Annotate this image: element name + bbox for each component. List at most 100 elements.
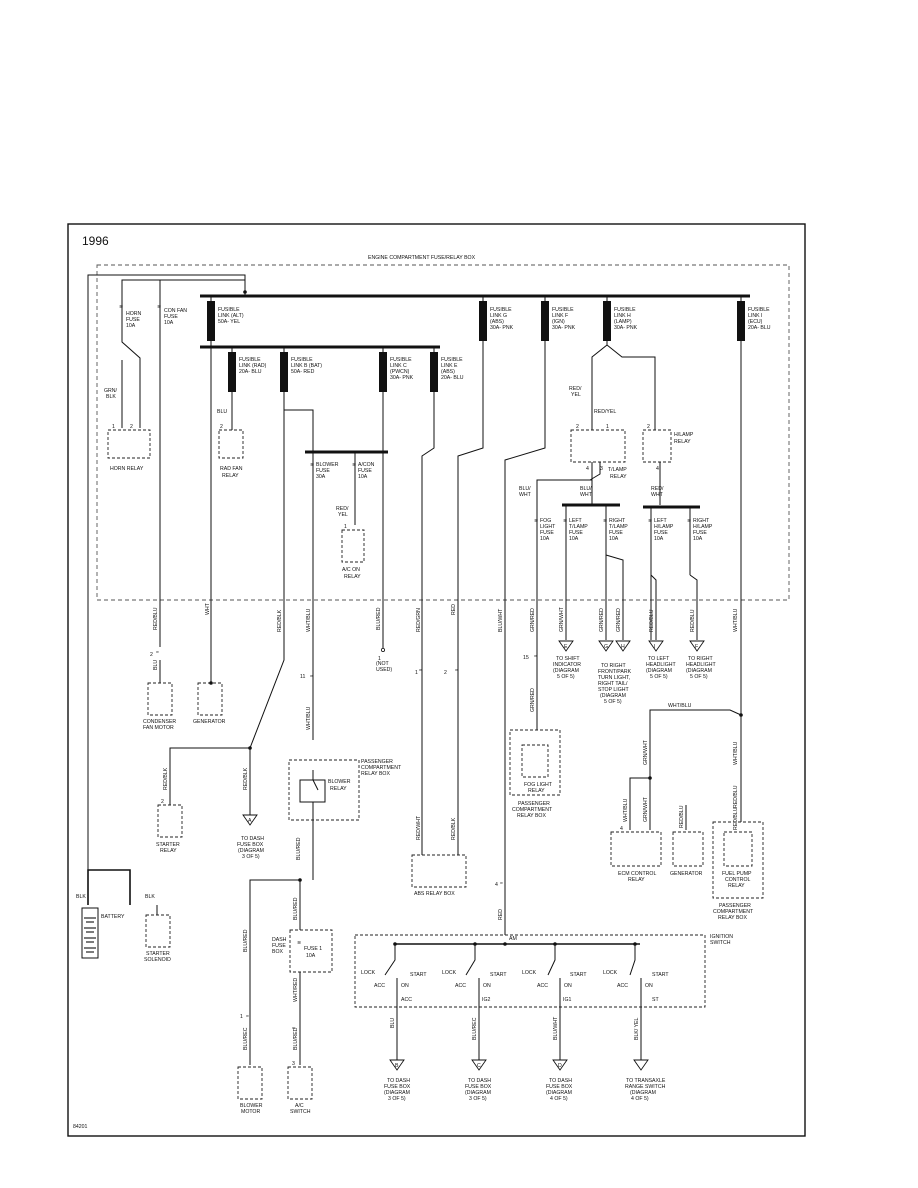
dash-fuse-arrow-1 (242, 814, 258, 826)
diagram-year: 1996 (82, 234, 109, 248)
ign-lock-label: LOCK (603, 970, 618, 976)
ign-lock-label: LOCK (522, 970, 537, 976)
ign-on-label: ON (645, 983, 653, 989)
rad-fan-relay-label: RELAY (222, 473, 239, 479)
pin: 4 (495, 882, 498, 888)
dash-fuse-label: FUSE 1 (304, 946, 322, 952)
wire-color: WHT/BLU (733, 741, 739, 765)
connector-symbol: ≈ (500, 881, 503, 887)
wire-color: BLU/REC (243, 1027, 249, 1050)
target-shift: TO SHIFT INDICATOR (DIAGRAM 5 OF 5) (553, 656, 581, 680)
left-hl-wire-2 (650, 574, 657, 640)
ign-wire (504, 296, 546, 935)
svg-text:(DIAGRAM: (DIAGRAM (686, 668, 712, 674)
fuse-symbol: ≋ (297, 940, 301, 946)
generator-2-label: GENERATOR (670, 871, 703, 877)
abs-relay-box-label: ABS RELAY BOX (414, 891, 455, 897)
wire-color: BLK/ YEL (634, 1017, 640, 1040)
left-tl-fuse-label: FUSE (569, 530, 583, 536)
wire-color: WHT (580, 492, 593, 498)
fusible-link-label: LINK H (614, 313, 631, 319)
svg-text:(DIAGRAM: (DIAGRAM (600, 693, 626, 699)
abs-e-wire (421, 347, 435, 855)
hlamp-relay-label: H/LAMP (674, 432, 694, 438)
dash-box-label: FUSE (272, 943, 286, 949)
target-dash-2: TO DASH FUSE BOX (DIAGRAM 3 OF 5) (384, 1078, 411, 1102)
pin: A (248, 818, 252, 824)
wire-color: BLU (217, 409, 227, 415)
starter-solenoid-label: STARTER (146, 951, 170, 957)
pin: 2 (150, 652, 153, 658)
wire-color: BLU/RED (293, 1027, 299, 1050)
abs-g-wire (457, 296, 484, 855)
fusible-link-label: (ABS) (490, 319, 504, 325)
connector-symbol: ≈ (156, 650, 159, 656)
junction (739, 713, 743, 717)
svg-text:FUSE BOX: FUSE BOX (546, 1084, 573, 1090)
pin: 2 (576, 424, 579, 430)
wire-color: BLK (76, 894, 86, 900)
target-transaxle: TO TRANSAXLE RANGE SWITCH (DIAGRAM 4 OF … (625, 1078, 666, 1102)
acon-relay-label: A/C ON (342, 567, 360, 573)
svg-text:RIGHT TAIL/: RIGHT TAIL/ (598, 681, 628, 687)
wire-color: RED/BLU (153, 607, 159, 630)
target-dash-1: TO DASH FUSE BOX (DIAGRAM 3 OF 5) (237, 836, 264, 860)
wire-color: GRN/WHT (643, 739, 649, 765)
abs-relay-box (411, 854, 467, 888)
generator-1-label: GENERATOR (193, 719, 226, 725)
pin: 1 (344, 524, 347, 530)
target-right-headlight: TO RIGHT HEADLIGHT (DIAGRAM 5 OF 5) (686, 656, 717, 680)
connector-symbol: ≈ (455, 668, 458, 674)
fusible-link-label: 20A- BLU (239, 369, 262, 375)
pcrb-label: PASSENGER (518, 801, 550, 807)
blower-motor-label: BLOWER (240, 1103, 263, 1109)
right-hl-wire-2 (689, 574, 698, 640)
blower-fuse-label: 30A (316, 474, 326, 480)
wire-color: BLU/WHT (553, 1016, 559, 1040)
blower-relay-label: BLOWER (328, 779, 351, 785)
fog-feed-wire (536, 462, 593, 525)
wire-color: BLU/ (580, 486, 592, 492)
ign-out-ig1: IG1 (563, 997, 571, 1003)
wire-color: GRN/RED (599, 608, 605, 632)
confan-fuse-label: 10A (164, 320, 174, 326)
not-used-label: (NOT (376, 661, 390, 667)
wire-color: RED/BLU (649, 609, 655, 632)
fusible-link-label: (IGN) (552, 319, 565, 325)
pin: 4 (620, 826, 623, 832)
ignition-switch-label: IGNITION (710, 934, 733, 940)
wire-color: RED/GRN (416, 608, 422, 632)
fusible-link-label: FUSIBLE (239, 357, 261, 363)
ign-start-label: START (490, 972, 507, 978)
fog-fuse-label: LIGHT (540, 524, 556, 530)
fusible-link-label: FUSIBLE (748, 307, 770, 313)
svg-text:5 OF 5): 5 OF 5) (557, 674, 575, 680)
svg-text:RANGE SWITCH: RANGE SWITCH (625, 1084, 666, 1090)
fusible-link-label: 20A- BLU (748, 325, 771, 331)
junction (248, 746, 252, 750)
fusible-link-label: 20A- BLU (441, 375, 464, 381)
dash-fuse-label: 10A (306, 953, 316, 959)
pcrb-label: RELAY BOX (361, 771, 390, 777)
wire-color: BLU/RED (293, 897, 299, 920)
left-hl-fuse-label: FUSE (654, 530, 668, 536)
ign-lock-label: LOCK (361, 970, 376, 976)
transaxle-arrow (633, 1059, 649, 1071)
not-used-terminal (380, 648, 385, 653)
ignition-switch-label: SWITCH (710, 940, 731, 946)
tlamp-out (589, 462, 601, 481)
right-hl-fuse-label: H/LAMP (693, 524, 713, 530)
blower-motor (237, 1066, 263, 1100)
acon-fuse-label: 10A (358, 474, 368, 480)
pin: 4 (586, 466, 589, 472)
fusible-link-label: LINK F (552, 313, 568, 319)
not-used-label: USED) (376, 667, 392, 673)
horn-wire (121, 316, 141, 428)
blower-relay-contact (312, 779, 319, 880)
starter-solenoid (145, 914, 171, 948)
fusible-link-label: LINK I (748, 313, 762, 319)
engine-fuse-relay-box (96, 264, 790, 601)
pcrb-blower (288, 759, 360, 821)
svg-text:TO DASH: TO DASH (387, 1078, 410, 1084)
wire-color: YEL (338, 512, 348, 518)
